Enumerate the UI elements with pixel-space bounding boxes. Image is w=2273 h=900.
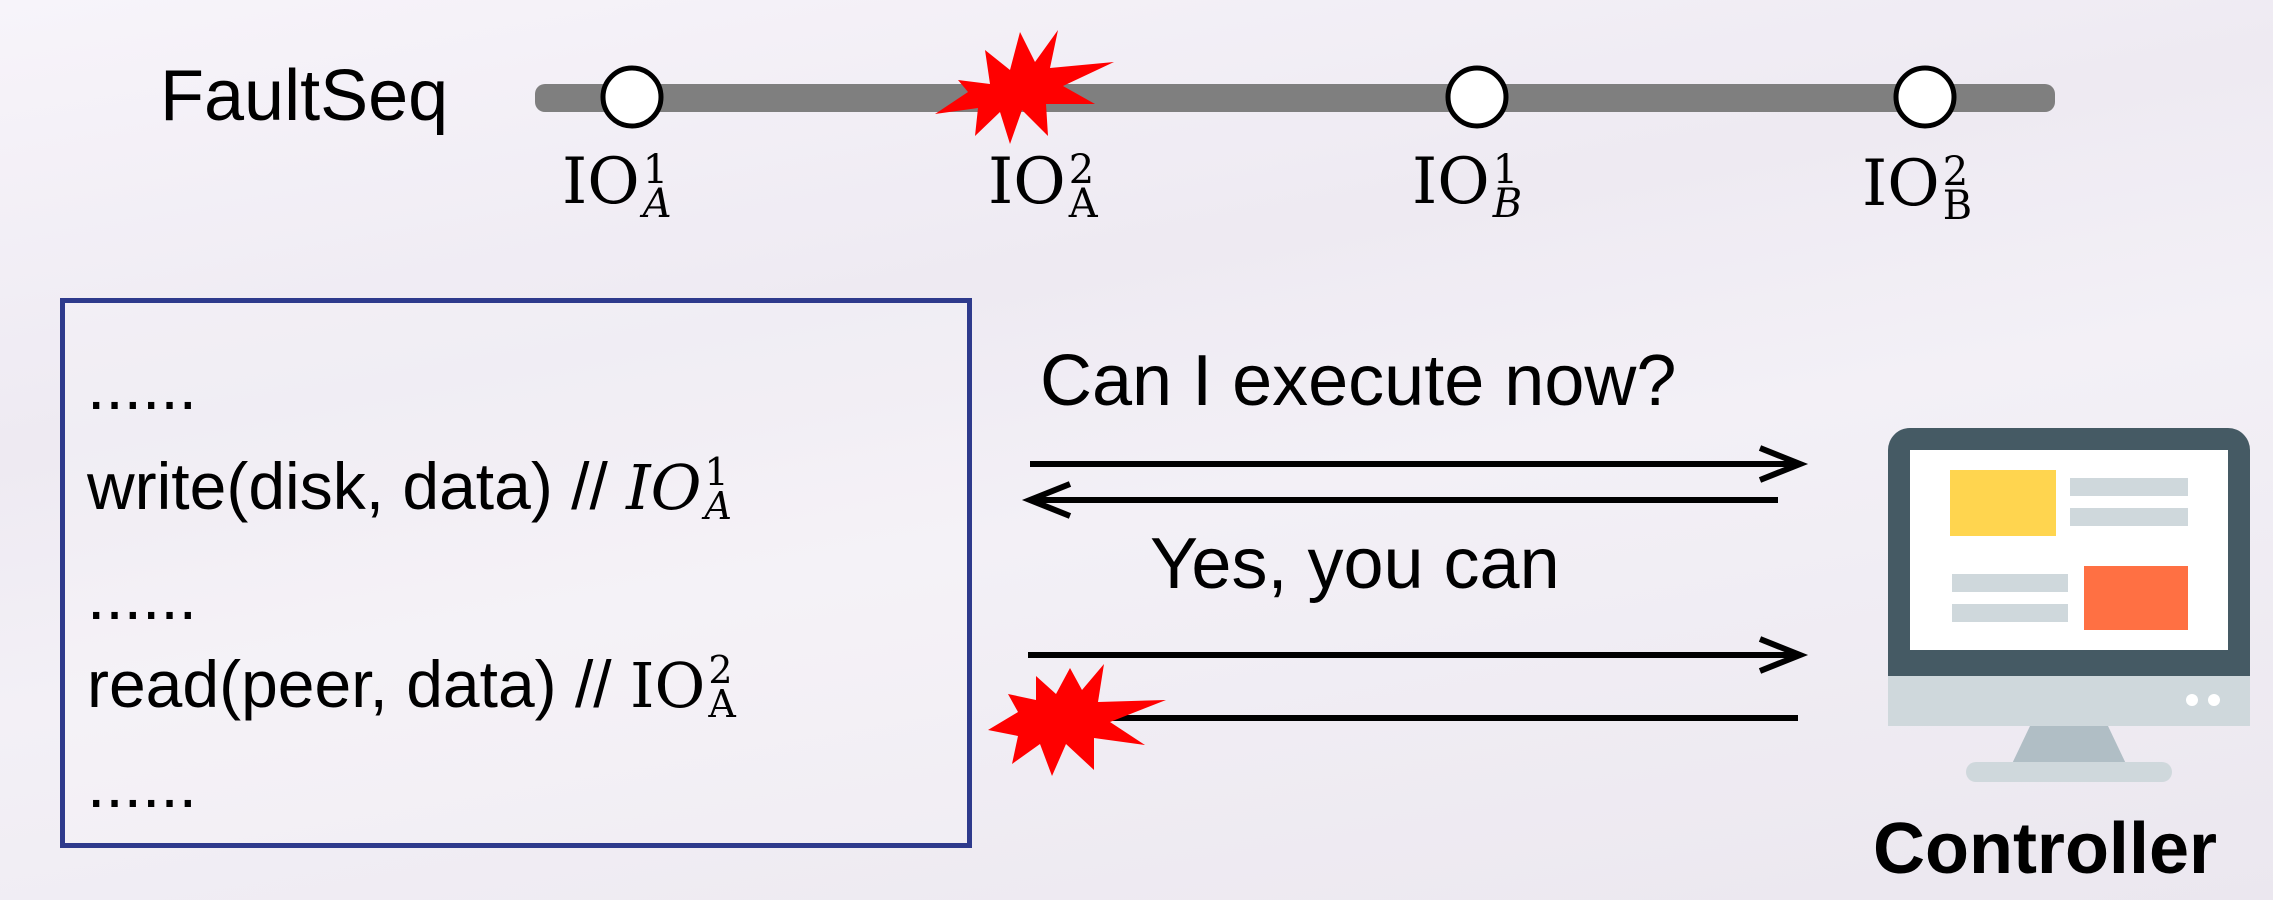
second-request-arrow bbox=[1028, 636, 1809, 674]
controller-label: Controller bbox=[1873, 809, 2218, 889]
code-line-ellipsis-2: ...... bbox=[87, 559, 198, 633]
io-point-b2 bbox=[1893, 65, 1957, 129]
reply-arrow bbox=[1021, 481, 1778, 519]
fault-sequence-timeline bbox=[535, 84, 2055, 112]
monitor-icon bbox=[1888, 428, 2250, 782]
io-point-b1 bbox=[1445, 65, 1509, 129]
request-message: Can I execute now? bbox=[1040, 341, 1677, 421]
fault-sequence-label: FaultSeq bbox=[160, 56, 449, 136]
fault-burst-icon bbox=[935, 30, 1114, 144]
code-line-ellipsis-3: ...... bbox=[87, 747, 198, 821]
fault-burst-icon bbox=[988, 664, 1166, 776]
code-line-ellipsis-1: ...... bbox=[87, 349, 198, 423]
io-point-a1 bbox=[600, 65, 664, 129]
request-arrow bbox=[1030, 445, 1809, 483]
reply-message: Yes, you can bbox=[1150, 524, 1560, 604]
